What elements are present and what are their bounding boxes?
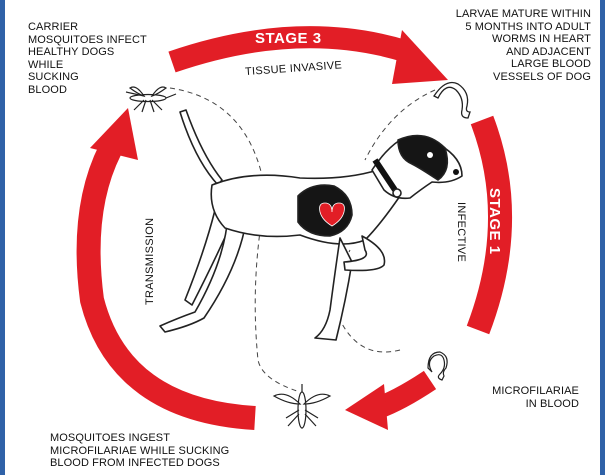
microfilaria-arrow — [345, 380, 430, 430]
stage-2-title: STAGE 2 — [105, 238, 122, 305]
mosquito-icon — [274, 384, 330, 428]
stage-2-label: TRANSMISSION — [144, 218, 156, 305]
stage-1-title: STAGE 1 — [486, 188, 503, 255]
carrier-note: CARRIER MOSQUITOES INFECT HEALTHY DOGS W… — [28, 21, 147, 96]
stage-3-title: STAGE 3 — [255, 30, 322, 47]
larvae-note: LARVAE MATURE WITHIN 5 MONTHS INTO ADULT… — [456, 8, 591, 83]
larva-worm-icon — [434, 83, 470, 119]
microfilaria-icon — [428, 352, 447, 380]
ingest-note: MOSQUITOES INGEST MICROFILARIAE WHILE SU… — [50, 432, 229, 470]
microfilariae-note: MICROFILARIAE IN BLOOD — [492, 385, 579, 410]
stage-1-label: INFECTIVE — [455, 202, 467, 262]
stage-3-label: TISSUE INVASIVE — [245, 59, 343, 78]
dog-illustration — [160, 110, 462, 340]
